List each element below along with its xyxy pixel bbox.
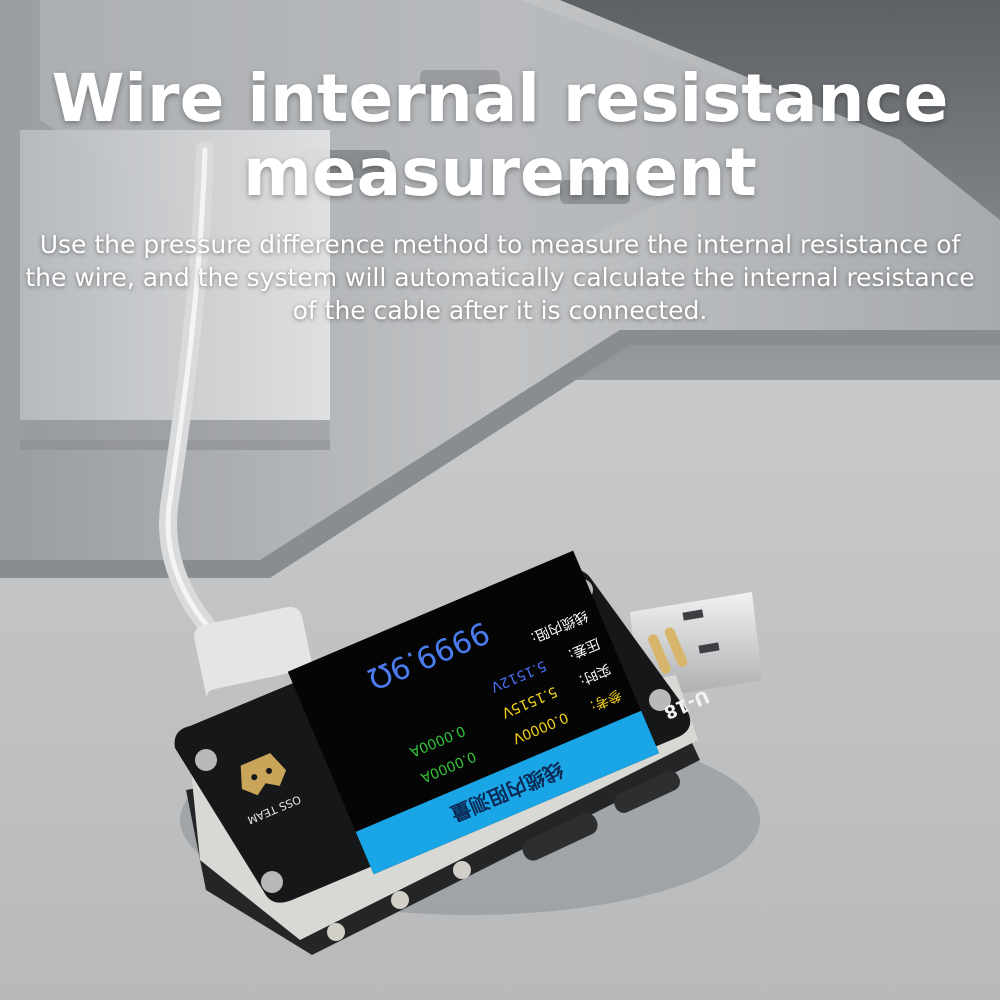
model-logo-bar bbox=[648, 634, 671, 674]
screw bbox=[261, 871, 283, 893]
wall-plug bbox=[20, 130, 330, 440]
description-line-3: of the cable after it is connected. bbox=[292, 296, 708, 325]
screen-panel bbox=[287, 550, 660, 875]
usb-cable-highlight bbox=[165, 147, 223, 643]
model-logo bbox=[648, 627, 688, 674]
screw bbox=[195, 749, 217, 771]
headline: Wire internal resistance measurement bbox=[0, 62, 1000, 210]
usb-c-port bbox=[614, 771, 680, 813]
description-line-2: the wire, and the system will automatica… bbox=[25, 263, 975, 292]
usb-c-port bbox=[522, 813, 598, 861]
socket-slot bbox=[420, 70, 500, 94]
usb-c-connector-shade bbox=[206, 669, 317, 714]
cat-eye bbox=[266, 767, 273, 774]
device-button-group bbox=[327, 861, 471, 941]
cat-head-icon bbox=[240, 753, 287, 796]
brand-logo bbox=[240, 753, 287, 796]
device-face: 线缆内阻测量 参考: 0.0000V 0.0000A 实时: 5.1515V 0… bbox=[240, 550, 712, 875]
device-button bbox=[453, 861, 471, 879]
headline-line-2: measurement bbox=[243, 134, 757, 211]
device-screen: 线缆内阻测量 参考: 0.0000V 0.0000A 实时: 5.1515V 0… bbox=[287, 550, 660, 875]
description-line-1: Use the pressure difference method to me… bbox=[39, 230, 961, 259]
usb-a-pin-slot bbox=[682, 609, 704, 621]
device-button bbox=[327, 923, 345, 941]
socket-slot bbox=[560, 180, 630, 204]
cat-eye bbox=[251, 774, 258, 781]
usb-a-pin-slot bbox=[698, 642, 720, 654]
model-logo-bar bbox=[664, 627, 688, 667]
device-button bbox=[391, 891, 409, 909]
screen-banner bbox=[355, 710, 660, 875]
screw bbox=[649, 689, 671, 711]
description: Use the pressure difference method to me… bbox=[20, 228, 980, 327]
headline-line-1: Wire internal resistance bbox=[51, 60, 949, 137]
